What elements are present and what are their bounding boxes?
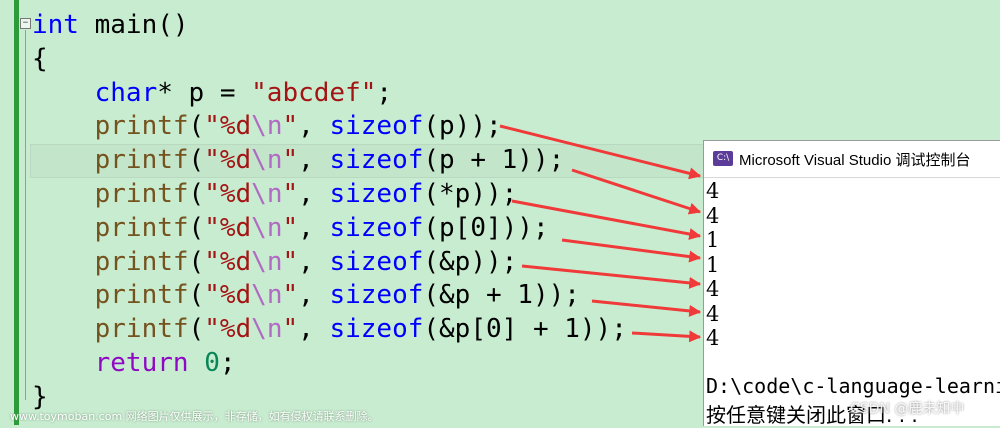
console-output-line: 4 [706, 301, 720, 326]
code-token: printf [32, 314, 189, 345]
code-token: \n [251, 145, 283, 176]
code-line[interactable]: printf("%d\n", sizeof(p[0])); [32, 211, 549, 245]
code-token: (&p + 1)); [423, 280, 580, 311]
change-indicator-bar [14, 0, 19, 425]
code-token: * p = [157, 77, 252, 108]
code-token: printf [32, 246, 189, 277]
code-token: " [282, 212, 299, 243]
collapse-icon[interactable]: − [20, 18, 31, 29]
code-token: int [32, 10, 79, 40]
code-token: , [298, 111, 330, 142]
code-line[interactable]: printf("%d\n", sizeof(p + 1)); [32, 143, 565, 177]
code-token: ( [188, 111, 205, 142]
code-token: ( [188, 179, 205, 209]
code-token: printf [32, 145, 189, 176]
code-line[interactable]: { [32, 42, 48, 76]
code-token: "%d [204, 280, 252, 311]
code-line[interactable]: int main() [32, 8, 189, 42]
code-token: \n [251, 246, 283, 277]
code-token: printf [32, 111, 189, 142]
code-line[interactable]: printf("%d\n", sizeof(p)); [32, 109, 502, 143]
code-token: " [282, 280, 299, 311]
code-token: "abcdef" [251, 77, 377, 108]
code-token: ( [188, 246, 205, 277]
code-token: printf [32, 280, 189, 311]
code-token: "%d [204, 212, 252, 243]
code-line[interactable]: } [32, 380, 48, 414]
code-token: " [282, 179, 299, 209]
code-line[interactable]: printf("%d\n", sizeof(&p)); [32, 245, 518, 279]
code-token: (p)); [423, 111, 502, 142]
code-token: ; [219, 348, 236, 378]
code-token: \n [251, 212, 283, 243]
code-token: (&p)); [423, 246, 518, 277]
code-token: sizeof [329, 111, 424, 142]
code-token: " [282, 246, 299, 277]
code-token: "%d [204, 314, 252, 345]
console-output-line: 4 [706, 326, 720, 350]
code-token: ( [188, 314, 205, 345]
code-token: (p + 1)); [423, 145, 565, 176]
code-token: main() [78, 10, 189, 40]
console-app-icon: C:\ [713, 151, 733, 166]
code-token: "%d [204, 111, 252, 142]
code-token: char [32, 77, 158, 108]
code-token: , [298, 145, 330, 176]
code-token: , [298, 179, 330, 209]
console-output-line: 1 [706, 228, 720, 252]
code-token: { [32, 43, 48, 74]
code-token: " [282, 145, 299, 176]
code-token: ( [188, 212, 205, 243]
code-token: sizeof [329, 145, 424, 176]
console-path-text: D:\code\c-language-learni [706, 374, 1000, 398]
code-token: , [298, 246, 330, 277]
code-token: sizeof [329, 280, 424, 311]
console-output-line: 1 [706, 252, 720, 277]
fold-guide-line [25, 30, 26, 400]
code-token: "%d [204, 246, 252, 277]
console-titlebar[interactable]: C:\ Microsoft Visual Studio 调试控制台 [704, 141, 1000, 178]
code-token: ( [188, 280, 205, 311]
code-line[interactable]: printf("%d\n", sizeof(*p)); [32, 177, 518, 211]
watermark-text: www.toymoban.com 网络图片仅供展示，非存储，如有侵权请联系删除。 [10, 410, 379, 423]
code-token: " [282, 111, 299, 142]
code-token: "%d [204, 179, 252, 209]
code-token: \n [251, 280, 283, 311]
code-token: printf [32, 179, 189, 209]
code-token: (*p)); [423, 179, 518, 209]
console-output-line: 4 [706, 203, 720, 228]
code-token: \n [251, 111, 283, 142]
watermark-author: CSDN @鹿未知中 [850, 401, 965, 417]
code-token: ( [188, 145, 205, 176]
code-token: (&p[0] + 1)); [423, 314, 627, 345]
code-token: , [298, 314, 330, 345]
code-token: sizeof [329, 314, 424, 345]
code-token: " [282, 314, 299, 345]
code-token: sizeof [329, 246, 424, 277]
code-token [189, 348, 205, 378]
code-token: "%d [204, 145, 252, 176]
code-token: , [298, 280, 330, 311]
code-line[interactable]: printf("%d\n", sizeof(&p + 1)); [32, 278, 580, 312]
code-line[interactable]: printf("%d\n", sizeof(&p[0] + 1)); [32, 312, 627, 346]
code-token: ; [376, 77, 393, 108]
code-token: } [32, 381, 48, 412]
code-token: (p[0])); [423, 212, 549, 243]
code-token: printf [32, 212, 189, 243]
code-token: 0 [204, 348, 220, 378]
console-output-line: 4 [706, 179, 720, 203]
code-line[interactable]: char* p = "abcdef"; [32, 76, 392, 110]
code-token: return [32, 348, 189, 378]
code-token: \n [251, 179, 283, 209]
code-token: , [298, 212, 330, 243]
console-output-line: 4 [706, 277, 720, 301]
code-token: sizeof [329, 212, 424, 243]
code-line[interactable]: return 0; [32, 346, 236, 380]
code-token: sizeof [329, 179, 424, 209]
console-title: Microsoft Visual Studio 调试控制台 [739, 152, 971, 169]
code-token: \n [251, 314, 283, 345]
console-prompt-text: 按任意键关闭此窗口. . . [706, 403, 918, 427]
